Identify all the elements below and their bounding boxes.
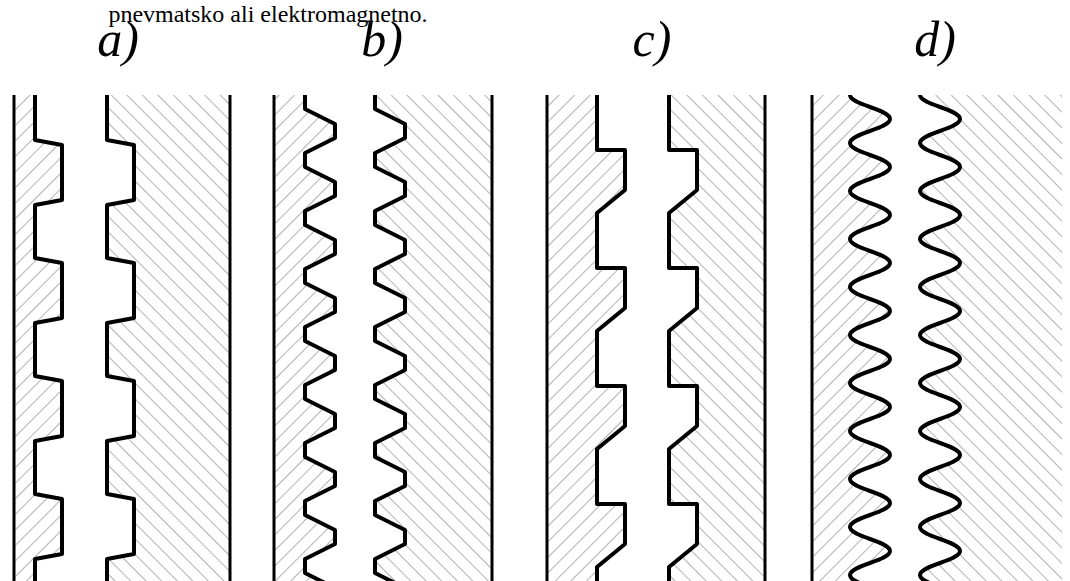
hatched-nut <box>920 95 1062 581</box>
square-thread <box>14 95 230 581</box>
panel-label: c) <box>633 14 672 64</box>
wall-line <box>811 95 814 581</box>
trapezoidal-thread <box>274 95 492 581</box>
wall-line <box>273 95 276 581</box>
nut-profile <box>375 95 405 581</box>
hatched-screw <box>547 95 625 581</box>
hatched-screw <box>812 95 890 581</box>
screw-profile <box>35 95 62 581</box>
nut-profile <box>920 95 960 581</box>
buttress-thread <box>547 95 765 581</box>
hatched-screw <box>14 95 62 581</box>
wall-line <box>764 95 767 581</box>
hatched-screw <box>274 95 335 581</box>
wall-line <box>229 95 232 581</box>
panel-label: b) <box>361 14 403 64</box>
round-thread <box>812 95 1062 581</box>
screw-profile <box>597 95 625 581</box>
nut-profile <box>107 95 134 581</box>
hatched-nut <box>107 95 230 581</box>
hatched-nut <box>375 95 492 581</box>
wall-line <box>491 95 494 581</box>
nut-profile <box>669 95 697 581</box>
hatched-nut <box>669 95 765 581</box>
wall-line <box>13 95 16 581</box>
panel-label: d) <box>914 14 956 64</box>
screw-profile <box>305 95 335 581</box>
wall-line <box>546 95 549 581</box>
screw-profile <box>850 95 890 581</box>
panel-label: a) <box>97 14 139 64</box>
